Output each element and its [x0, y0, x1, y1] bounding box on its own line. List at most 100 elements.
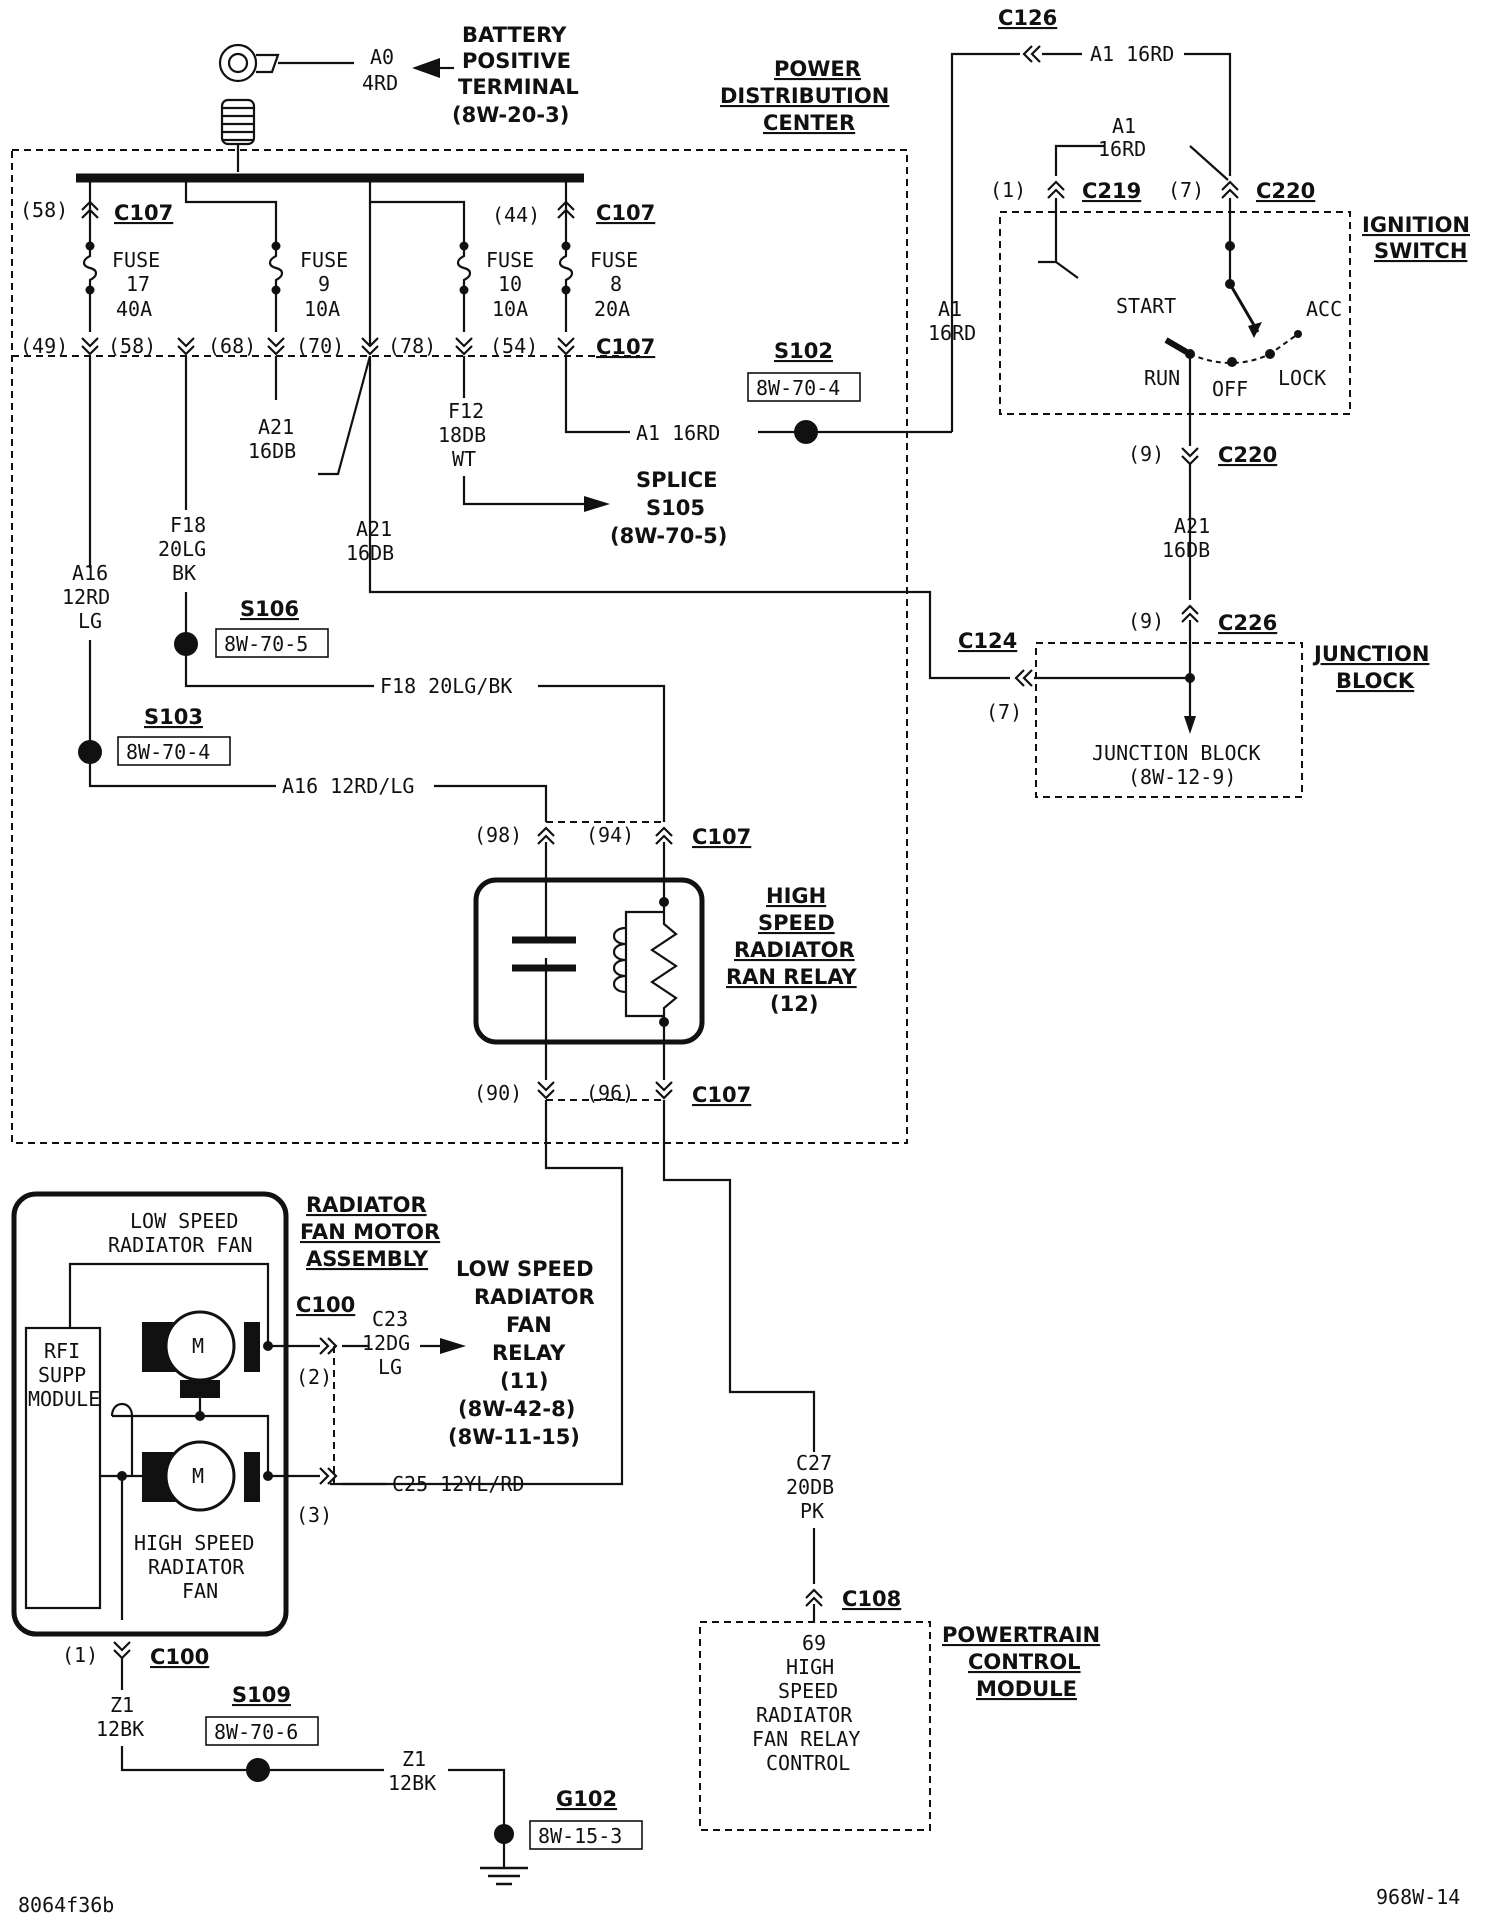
cav-9-c220: (9): [1128, 442, 1164, 466]
cav-58: (58): [108, 334, 156, 358]
arrow-icon: [584, 496, 610, 512]
wire-c23-2: 12DG: [362, 1331, 410, 1355]
pcm-label-2: CONTROL: [968, 1650, 1081, 1674]
hs-relay-label-1: HIGH: [766, 884, 826, 908]
fuse-8-amp: 20A: [594, 297, 630, 321]
fuse-10-icon: [456, 240, 472, 296]
conn-c107-d: C107: [692, 825, 751, 849]
fuse-10-num: 10: [498, 272, 522, 296]
fuse-8-name: FUSE: [590, 248, 638, 272]
hs-relay-label-4: RAN RELAY: [726, 965, 857, 989]
junction-label-2: BLOCK: [1336, 669, 1415, 693]
ls-relay-label-4: RELAY: [492, 1341, 566, 1365]
wire-c27-3: PK: [800, 1499, 824, 1523]
splice-s102-ref: 8W-70-4: [756, 376, 840, 400]
fuse-9-amp: 10A: [304, 297, 340, 321]
cav-2: (2): [296, 1365, 332, 1389]
ls-relay-label-3: FAN: [506, 1313, 552, 1337]
wire-f18-vert-1: F18: [170, 513, 206, 537]
wire-a21-a-1: A21: [258, 415, 294, 439]
cav-1-c100: (1): [62, 1643, 98, 1667]
junction-label-1: JUNCTION: [1312, 642, 1429, 666]
pcm-outline: [699, 1621, 931, 1831]
wire-f12-1: F12: [448, 399, 484, 423]
splice-s105-label-1: SPLICE: [636, 468, 717, 492]
pcm-inner-4: RADIATOR: [756, 1703, 853, 1727]
low-fan-label-1: LOW SPEED: [130, 1209, 238, 1233]
pdc-outline: [11, 149, 908, 1144]
splice-s103-dot: [78, 740, 102, 764]
wire-a21-c-1: A21: [1174, 514, 1210, 538]
ignition-lock: LOCK: [1278, 366, 1326, 390]
high-fan-label-2: RADIATOR: [148, 1555, 245, 1579]
pdc-label-1: POWER: [774, 57, 861, 81]
conn-c107-e: C107: [692, 1083, 751, 1107]
battery-label-3: TERMINAL: [458, 75, 579, 99]
conn-c126: C126: [998, 6, 1057, 30]
hs-relay-label-5: (12): [770, 992, 818, 1016]
high-fan-label-3: FAN: [182, 1579, 218, 1603]
ls-relay-label-6: (8W-42-8): [458, 1397, 575, 1421]
wire-a1-ign-1: A1: [1112, 114, 1136, 138]
rfi-label-2: SUPP: [38, 1363, 86, 1387]
junction-inner-2: (8W-12-9): [1128, 765, 1236, 789]
cav-90: (90): [474, 1081, 522, 1105]
conn-c107-c: C107: [596, 335, 655, 359]
wire-a1-vert-1: A1: [938, 297, 962, 321]
footer-right-code: 968W-14: [1376, 1885, 1460, 1909]
pcm-inner-5: FAN RELAY: [752, 1727, 860, 1751]
arrow-icon: [440, 1338, 466, 1354]
wire-f12-3: WT: [452, 447, 476, 471]
conn-c100-bot: C100: [150, 1645, 209, 1669]
wire-c27-1: C27: [796, 1451, 832, 1475]
high-fan-label-1: HIGH SPEED: [134, 1531, 254, 1555]
conn-c220-top: C220: [1256, 179, 1315, 203]
splice-s102-dot: [794, 420, 818, 444]
conn-c108: C108: [842, 1587, 901, 1611]
splice-s105-label-3: (8W-70-5): [610, 524, 727, 548]
wire-c25: C25 12YL/RD: [392, 1472, 524, 1496]
conn-c107-b: C107: [596, 201, 655, 225]
fuse-8-num: 8: [610, 272, 622, 296]
rfi-label-1: RFI: [44, 1339, 80, 1363]
cav-68: (68): [208, 334, 256, 358]
wire-a16-horiz: A16 12RD/LG: [282, 774, 414, 798]
splice-s105-label-2: S105: [646, 496, 705, 520]
junction-inner-1: JUNCTION BLOCK: [1092, 741, 1261, 765]
fuse-17-icon: [82, 240, 98, 296]
splice-s109-dot: [246, 1758, 270, 1782]
pcm-label-1: POWERTRAIN: [942, 1623, 1100, 1647]
wire-c23-1: C23: [372, 1307, 408, 1331]
cav-58-top: (58): [20, 198, 68, 222]
conn-c107-a: C107: [114, 201, 173, 225]
wire-f18-vert-3: BK: [172, 561, 196, 585]
wire-f18-horiz: F18 20LG/BK: [380, 674, 512, 698]
splice-s109-name: S109: [232, 1683, 291, 1707]
ignition-run: RUN: [1144, 366, 1180, 390]
arrow-icon: [412, 58, 440, 78]
wire-a1-top: A1 16RD: [1090, 42, 1174, 66]
ground-icon: [480, 1866, 528, 1886]
ground-g102-ref: 8W-15-3: [538, 1824, 622, 1848]
junction-block-outline: [1035, 642, 1303, 798]
wire-a1-vert-2: 16RD: [928, 321, 976, 345]
wire-a21-b-1: A21: [356, 517, 392, 541]
fan-motor-assembly-box: [11, 1191, 289, 1637]
wire-a21-b-2: 16DB: [346, 541, 394, 565]
pcm-inner-6: CONTROL: [766, 1751, 850, 1775]
footer-left-code: 8064f36b: [18, 1893, 114, 1917]
conn-c124: C124: [958, 629, 1017, 653]
wire-z1-b-2: 12BK: [388, 1771, 436, 1795]
splice-s106-name: S106: [240, 597, 299, 621]
fuse-9-icon: [268, 240, 284, 296]
cav-7-c124: (7): [986, 700, 1022, 724]
cav-49: (49): [20, 334, 68, 358]
pdc-label-2: DISTRIBUTION: [720, 84, 889, 108]
cav-54: (54): [490, 334, 538, 358]
fuse-9-num: 9: [318, 272, 330, 296]
wire-f18-vert-2: 20LG: [158, 537, 206, 561]
ls-relay-label-7: (8W-11-15): [448, 1425, 580, 1449]
wire-a16-vert-3: LG: [78, 609, 102, 633]
fuse-8-icon: [558, 240, 574, 296]
battery-terminal: [218, 43, 354, 172]
